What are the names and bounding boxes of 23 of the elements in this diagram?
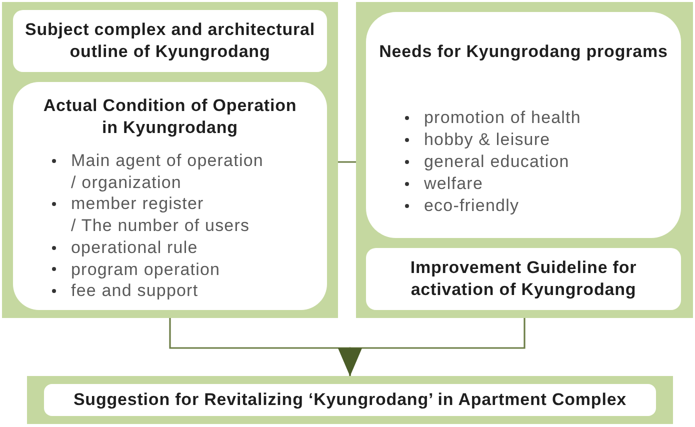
group-panel xyxy=(356,2,693,318)
list-item: promotion of health xyxy=(400,107,581,129)
group-panel xyxy=(27,376,673,424)
content-card xyxy=(366,12,681,238)
list-item: hobby & leisure xyxy=(400,129,581,151)
list-item: eco-friendly xyxy=(400,195,581,217)
connector-line xyxy=(338,161,356,163)
card-heading: Actual Condition of Operation in Kyungrodang xyxy=(42,95,298,139)
list-item: general education xyxy=(400,151,581,173)
card-heading: Suggestion for Revitalizing ‘Kyungrodang’ in Apartment Complex xyxy=(73,389,627,411)
content-card xyxy=(366,248,681,310)
content-card xyxy=(44,384,656,416)
group-panel xyxy=(2,2,338,318)
arrow xyxy=(338,318,526,376)
card-heading: Improvement Guideline for activation of Kyungrodang xyxy=(409,257,638,301)
list-item: operational rule xyxy=(47,236,264,259)
card-heading: Needs for Kyungrodang programs xyxy=(379,41,668,63)
card-heading: Subject complex and architectural outline of Kyungrodang xyxy=(24,19,316,63)
list-item: fee and support xyxy=(47,280,264,302)
content-card xyxy=(13,10,327,72)
list-item: welfare xyxy=(400,173,581,195)
list-item: program operation xyxy=(47,258,264,280)
content-card xyxy=(13,82,327,310)
